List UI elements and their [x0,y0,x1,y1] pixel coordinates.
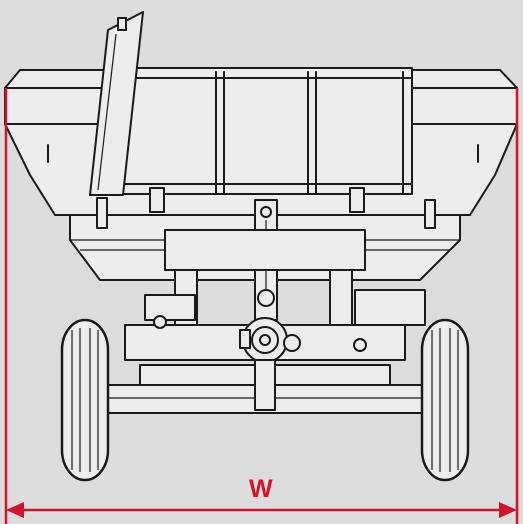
pulley-small [283,334,301,352]
sieve-outer [121,67,413,195]
chassis-upper-frame [164,229,366,271]
lid-latch [117,17,127,31]
axle-center-block [254,359,276,411]
width-dimension [4,88,519,524]
pulley-hub [259,334,271,346]
bracket-mid-left [149,187,165,213]
gearbox-right [354,289,426,326]
side-brackets [96,187,436,229]
pulley [239,317,301,363]
arrow-right-icon [499,502,517,518]
pulley-mount [239,329,251,349]
sieve-frame [121,67,413,195]
lid-panel [89,11,144,196]
lid-inner-line [97,33,117,191]
wheel-right [420,318,470,482]
tyre-right [420,318,470,482]
bracket-mid-right [349,187,365,213]
hitch-pin-bottom [257,289,275,307]
arrow-left-icon [6,502,24,518]
tyre-left [60,318,110,482]
bolt-left [153,315,167,329]
width-dimension-label: W [249,475,273,503]
bolt-right [353,338,367,352]
bracket-right [424,199,436,229]
hitch-pin-top [260,206,272,218]
gearbox-left [144,294,196,321]
wheel-left [60,318,110,482]
bracket-left [96,197,108,229]
axle [104,359,431,414]
